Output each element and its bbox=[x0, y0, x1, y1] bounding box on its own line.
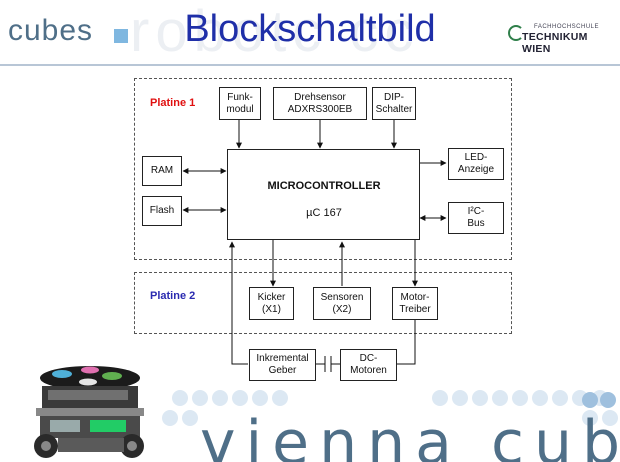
funkmodul-box: Funk- modul bbox=[219, 87, 261, 120]
slide-header: robotc cc cubes Blockschaltbild FACHHOCH… bbox=[0, 0, 620, 64]
kicker-box: Kicker (X1) bbox=[249, 287, 294, 320]
vienna-cubes-logo: cubes bbox=[8, 14, 94, 47]
fh-logo-big-text: TECHNIKUM WIEN bbox=[522, 31, 588, 55]
i2c-bus-box: I²C- Bus bbox=[448, 202, 504, 234]
page-title: Blockschaltbild bbox=[184, 8, 436, 50]
header-divider bbox=[0, 64, 620, 66]
microcontroller-subtitle: µC 167 bbox=[306, 207, 342, 219]
sensoren-box: Sensoren (X2) bbox=[313, 287, 371, 320]
technikum-wien-logo: FACHHOCHSCHULE TECHNIKUM WIEN bbox=[504, 18, 612, 55]
ram-box: RAM bbox=[142, 156, 182, 186]
drehsensor-box: Drehsensor ADXRS300EB bbox=[273, 87, 367, 120]
flash-box: Flash bbox=[142, 196, 182, 226]
dc-motoren-box: DC- Motoren bbox=[340, 349, 397, 381]
platine2-label: Platine 2 bbox=[150, 290, 196, 302]
dip-schalter-box: DIP- Schalter bbox=[372, 87, 416, 120]
technikum-logo-mark-icon bbox=[508, 25, 524, 41]
cubes-logo-square-icon bbox=[114, 29, 128, 43]
inkremental-geber-box: Inkremental Geber bbox=[249, 349, 316, 381]
arrow-inkremental-mcu bbox=[229, 241, 248, 365]
header-watermark: robotc cc bbox=[130, 0, 420, 64]
platine1-panel bbox=[134, 78, 512, 260]
microcontroller-box bbox=[227, 149, 420, 240]
motor-treiber-box: Motor- Treiber bbox=[392, 287, 438, 320]
microcontroller-title: MICROCONTROLLER bbox=[267, 180, 381, 192]
platine2-panel bbox=[134, 272, 512, 334]
fh-logo-small-text: FACHHOCHSCHULE bbox=[534, 24, 600, 30]
platine1-label: Platine 1 bbox=[150, 97, 196, 109]
led-anzeige-box: LED- Anzeige bbox=[448, 148, 504, 180]
robot-illustration bbox=[34, 366, 144, 458]
footer-brand-text: vienna cubes bbox=[200, 408, 620, 462]
